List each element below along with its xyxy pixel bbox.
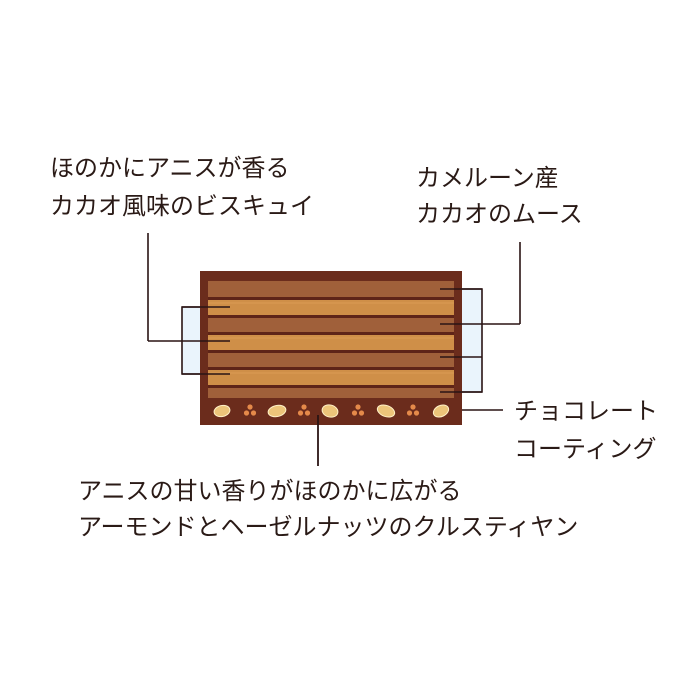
hazelnut-icon bbox=[406, 404, 420, 416]
separator bbox=[208, 297, 454, 300]
mousse-bracket bbox=[440, 242, 521, 393]
separator bbox=[208, 367, 454, 370]
coating-label: チョコレート コーティング bbox=[514, 395, 658, 465]
separator bbox=[208, 385, 454, 388]
coating-label-line1: チョコレート bbox=[514, 397, 658, 425]
mousse-layer bbox=[208, 318, 454, 332]
almond-icon bbox=[376, 404, 396, 418]
separator bbox=[208, 350, 454, 353]
hazelnut-icon bbox=[351, 404, 365, 416]
almond-icon bbox=[213, 404, 231, 418]
almond-icon bbox=[267, 404, 287, 418]
croustillant-layer bbox=[213, 404, 450, 418]
biscuit-label-line1: ほのかにアニスが香る bbox=[50, 154, 290, 182]
biscuit-label-line2: カカオ風味のビスキュイ bbox=[50, 192, 314, 220]
layer-stack bbox=[208, 281, 454, 398]
mousse-label-line1: カメルーン産 bbox=[416, 164, 559, 192]
biscuit-bracket bbox=[147, 233, 230, 375]
croustillant-label-line2: アーモンドとヘーゼルナッツのクルスティヤン bbox=[78, 513, 579, 541]
mousse-layer bbox=[208, 388, 454, 398]
coating-label-line2: コーティング bbox=[514, 435, 657, 463]
mousse-label-line2: カカオのムース bbox=[416, 200, 583, 228]
croustillant-label-line1: アニスの甘い香りがほのかに広がる bbox=[78, 477, 462, 505]
croustillant-label: アニスの甘い香りがほのかに広がる アーモンドとヘーゼルナッツのクルスティヤン bbox=[78, 475, 578, 543]
hazelnut-icon bbox=[243, 404, 257, 416]
mousse-label: カメルーン産 カカオのムース bbox=[416, 162, 583, 230]
almond-icon bbox=[432, 404, 450, 418]
hazelnut-icon bbox=[297, 404, 311, 416]
mousse-layer bbox=[208, 281, 454, 297]
mousse-layer bbox=[208, 353, 454, 367]
biscuit-label: ほのかにアニスが香る カカオ風味のビスキュイ bbox=[50, 152, 314, 222]
separator bbox=[208, 315, 454, 318]
almond-icon bbox=[321, 404, 339, 418]
separator bbox=[208, 332, 454, 335]
